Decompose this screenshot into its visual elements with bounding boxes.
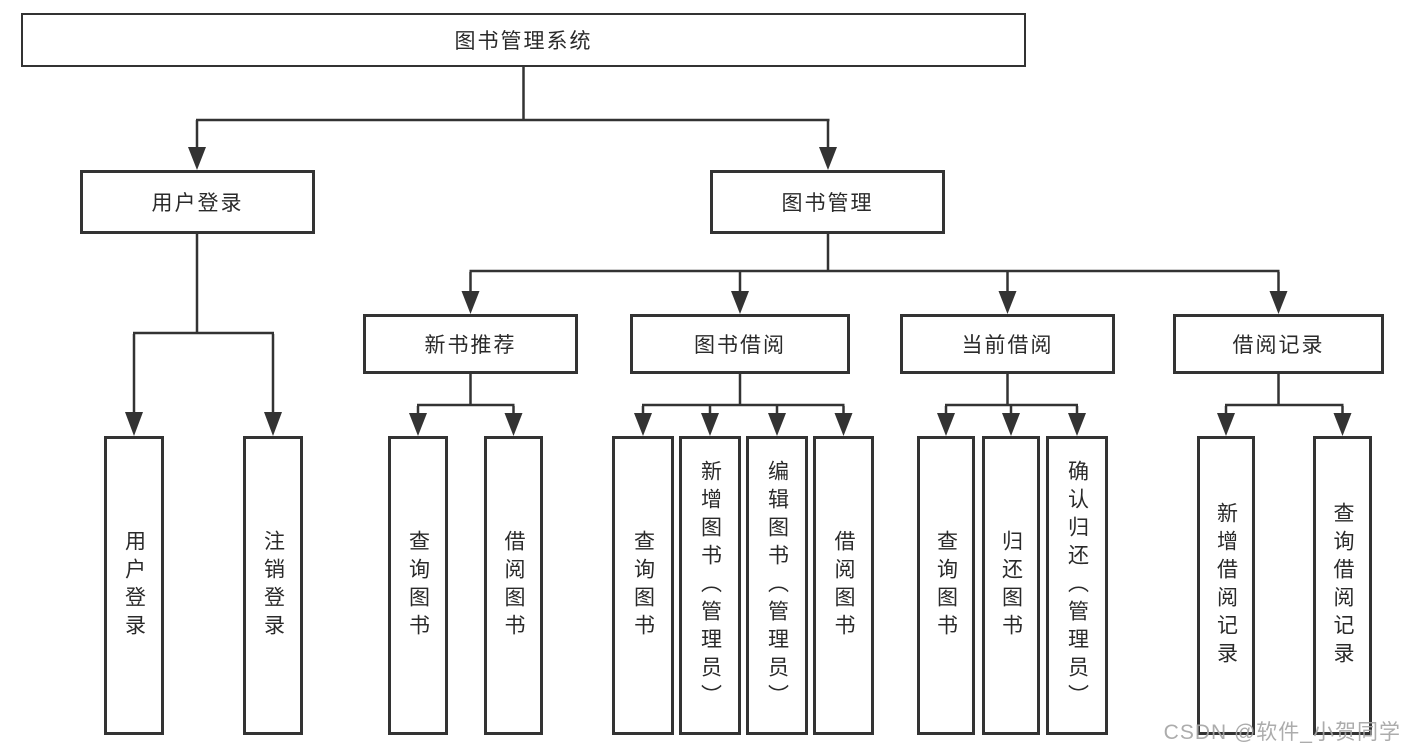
node-label: 图书管理 xyxy=(781,192,874,215)
node-new-book-recommend: 新书推荐 xyxy=(363,314,578,374)
node-label: 借阅图书 xyxy=(832,529,856,642)
node-label: 图书借阅 xyxy=(694,334,786,357)
node-label: 新增图书（管理员） xyxy=(698,459,722,712)
leaf-query-books-current: 查询图书 xyxy=(917,436,975,735)
csdn-watermark: CSDN @软件_小贺同学 xyxy=(1163,721,1401,744)
leaf-confirm-return-admin: 确认归还（管理员） xyxy=(1046,436,1108,735)
node-book-management: 图书管理 xyxy=(710,170,945,234)
node-current-borrow: 当前借阅 xyxy=(900,314,1115,374)
leaf-logout: 注销登录 xyxy=(243,436,303,735)
node-user-login: 用户登录 xyxy=(80,170,315,234)
node-borrow-records: 借阅记录 xyxy=(1173,314,1384,374)
leaf-query-borrow-record: 查询借阅记录 xyxy=(1313,436,1372,735)
leaf-borrow-books: 借阅图书 xyxy=(813,436,874,735)
leaf-borrow-books-recommend: 借阅图书 xyxy=(484,436,543,735)
node-label: 用户登录 xyxy=(122,529,146,642)
node-label: 新书推荐 xyxy=(424,334,517,357)
node-book-borrow: 图书借阅 xyxy=(630,314,850,374)
node-label: 查询借阅记录 xyxy=(1331,501,1355,670)
node-label: 查询图书 xyxy=(631,529,655,642)
node-label: 借阅图书 xyxy=(502,529,526,642)
leaf-add-borrow-record: 新增借阅记录 xyxy=(1197,436,1255,735)
node-label: 当前借阅 xyxy=(961,334,1054,357)
node-label: 图书管理系统 xyxy=(454,30,593,53)
node-label: 注销登录 xyxy=(261,529,285,642)
node-label: 确认归还（管理员） xyxy=(1065,459,1089,712)
node-label: 编辑图书（管理员） xyxy=(765,459,789,712)
node-label: 新增借阅记录 xyxy=(1214,501,1238,670)
node-label: 查询图书 xyxy=(934,529,958,642)
leaf-add-book-admin: 新增图书（管理员） xyxy=(679,436,741,735)
node-label: 用户登录 xyxy=(151,192,244,215)
leaf-edit-book-admin: 编辑图书（管理员） xyxy=(746,436,808,735)
node-label: 查询图书 xyxy=(406,529,430,642)
leaf-user-login: 用户登录 xyxy=(104,436,164,735)
leaf-query-books-recommend: 查询图书 xyxy=(388,436,448,735)
leaf-query-books-borrow: 查询图书 xyxy=(612,436,674,735)
node-library-management-system: 图书管理系统 xyxy=(21,13,1026,67)
node-label: 归还图书 xyxy=(999,529,1023,642)
leaf-return-books: 归还图书 xyxy=(982,436,1040,735)
node-label: 借阅记录 xyxy=(1232,334,1325,357)
